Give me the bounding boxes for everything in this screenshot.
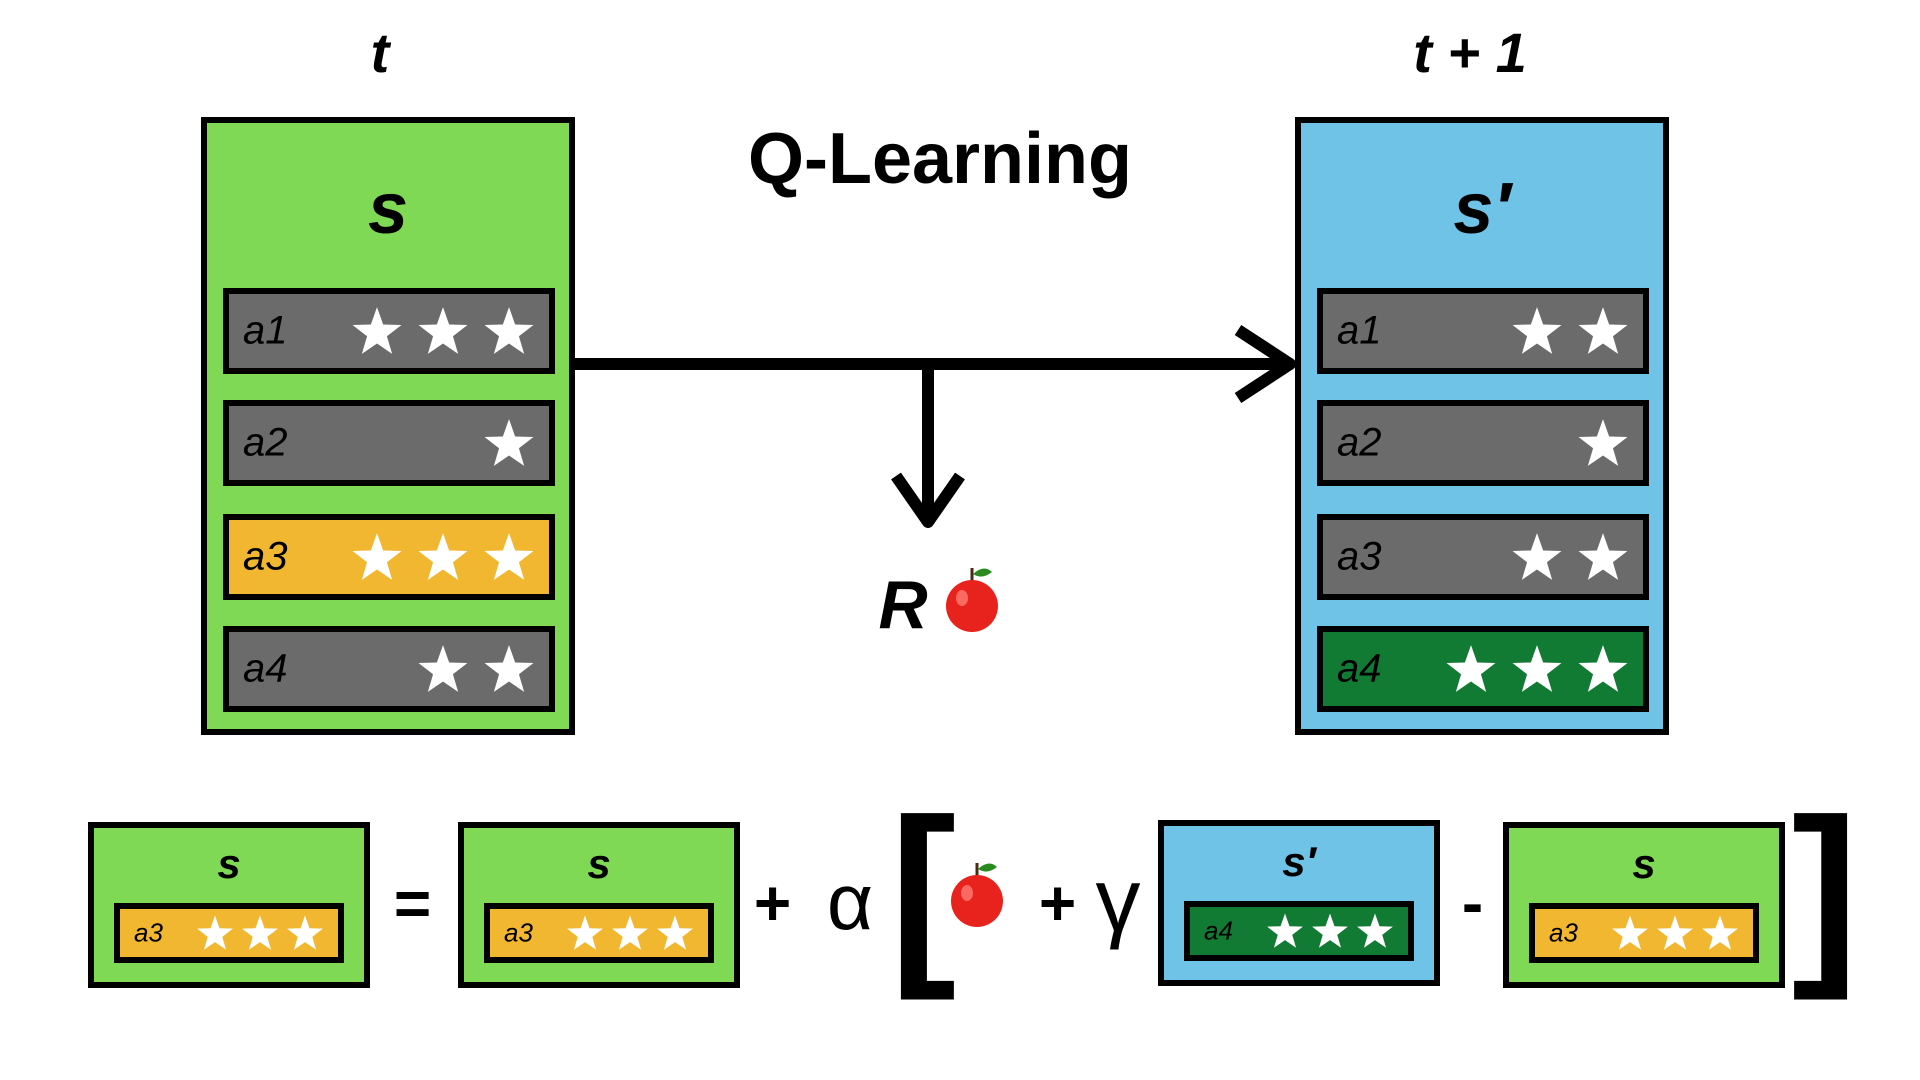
star-icon bbox=[612, 915, 648, 950]
star-rating bbox=[196, 914, 324, 952]
action-row-a4: a4 bbox=[1184, 901, 1414, 961]
eq-equals: = bbox=[393, 867, 432, 939]
eq-alpha: α bbox=[826, 857, 874, 946]
star-icon bbox=[1512, 645, 1562, 692]
eq-bracket-open: [ bbox=[889, 778, 957, 1001]
reward-arrow-head bbox=[891, 472, 965, 528]
eq-gamma: γ bbox=[1095, 851, 1141, 951]
star-icon bbox=[657, 915, 693, 950]
mini-state-label: s bbox=[587, 840, 611, 887]
eq-minus: - bbox=[1461, 867, 1484, 939]
star-icon bbox=[1312, 913, 1348, 948]
action-name: a2 bbox=[243, 420, 288, 465]
apple-icon-equation bbox=[947, 855, 1007, 927]
star-icon bbox=[1446, 645, 1496, 692]
star-icon bbox=[418, 645, 468, 692]
eq-plus: + bbox=[753, 867, 792, 939]
star-rating bbox=[1266, 912, 1394, 950]
star-icon bbox=[1578, 307, 1628, 354]
star-icon bbox=[1267, 913, 1303, 948]
action-name: a3 bbox=[134, 917, 163, 948]
action-row-a4: a4 bbox=[223, 626, 555, 712]
star-rating bbox=[1611, 914, 1739, 952]
star-icon bbox=[484, 419, 534, 466]
star-icon bbox=[1512, 307, 1562, 354]
apple-icon-reward bbox=[942, 560, 1002, 632]
star-rating bbox=[1511, 531, 1629, 583]
star-icon bbox=[1578, 645, 1628, 692]
action-name: a3 bbox=[1337, 534, 1382, 579]
star-icon bbox=[1578, 533, 1628, 580]
eq-term-last-box: s a3 bbox=[1503, 822, 1785, 988]
star-icon bbox=[484, 533, 534, 580]
star-rating bbox=[1511, 305, 1629, 357]
star-rating bbox=[1445, 643, 1629, 695]
mini-state-label: s bbox=[217, 840, 241, 887]
action-row-a3: a3 bbox=[1317, 514, 1649, 600]
state-s-label: s bbox=[367, 169, 409, 249]
reward-label: R bbox=[878, 567, 928, 643]
eq-bracket-close: ] bbox=[1791, 778, 1859, 1001]
action-row-a2: a2 bbox=[223, 400, 555, 486]
transition-arrow-head bbox=[1234, 324, 1296, 404]
action-name: a2 bbox=[1337, 420, 1382, 465]
star-rating bbox=[417, 643, 535, 695]
action-row-a1: a1 bbox=[223, 288, 555, 374]
star-icon bbox=[352, 533, 402, 580]
star-icon bbox=[484, 307, 534, 354]
action-row-a3: a3 bbox=[484, 903, 714, 963]
star-icon bbox=[197, 915, 233, 950]
action-row-a3: a3 bbox=[114, 903, 344, 963]
star-rating bbox=[351, 305, 535, 357]
action-name: a4 bbox=[1204, 915, 1233, 946]
action-name: a4 bbox=[243, 646, 288, 691]
star-icon bbox=[352, 307, 402, 354]
action-row-a1: a1 bbox=[1317, 288, 1649, 374]
star-rating bbox=[351, 531, 535, 583]
action-name: a4 bbox=[1337, 646, 1382, 691]
star-icon bbox=[484, 645, 534, 692]
star-icon bbox=[1702, 915, 1738, 950]
state-s-prime-box: s′ a1 a2 a3 a4 bbox=[1295, 117, 1669, 735]
action-name: a3 bbox=[504, 917, 533, 948]
state-s-prime-label: s′ bbox=[1453, 169, 1511, 249]
eq-lhs-box: s a3 bbox=[88, 822, 370, 988]
action-name: a1 bbox=[1337, 308, 1382, 353]
action-name: a1 bbox=[243, 308, 288, 353]
star-icon bbox=[1612, 915, 1648, 950]
star-icon bbox=[418, 307, 468, 354]
action-name: a3 bbox=[1549, 917, 1578, 948]
eq-term-next-box: s′ a4 bbox=[1158, 820, 1440, 986]
time-label-t: t bbox=[370, 21, 390, 84]
eq-term1-box: s a3 bbox=[458, 822, 740, 988]
action-row-a3: a3 bbox=[223, 514, 555, 600]
mini-state-label: s bbox=[1632, 840, 1656, 887]
star-icon bbox=[1357, 913, 1393, 948]
action-name: a3 bbox=[243, 534, 288, 579]
star-rating bbox=[483, 417, 535, 469]
star-icon bbox=[287, 915, 323, 950]
action-row-a3: a3 bbox=[1529, 903, 1759, 963]
action-row-a2: a2 bbox=[1317, 400, 1649, 486]
star-icon bbox=[1512, 533, 1562, 580]
diagram-title: Q-Learning bbox=[747, 119, 1132, 199]
star-icon bbox=[242, 915, 278, 950]
star-icon bbox=[1578, 419, 1628, 466]
time-label-t-plus-1: t + 1 bbox=[1413, 21, 1527, 84]
star-icon bbox=[1657, 915, 1693, 950]
star-icon bbox=[567, 915, 603, 950]
star-icon bbox=[418, 533, 468, 580]
mini-state-label: s′ bbox=[1282, 838, 1316, 885]
star-rating bbox=[566, 914, 694, 952]
eq-plus-2: + bbox=[1038, 867, 1077, 939]
action-row-a4: a4 bbox=[1317, 626, 1649, 712]
star-rating bbox=[1577, 417, 1629, 469]
state-s-box: s a1 a2 a3 a4 bbox=[201, 117, 575, 735]
